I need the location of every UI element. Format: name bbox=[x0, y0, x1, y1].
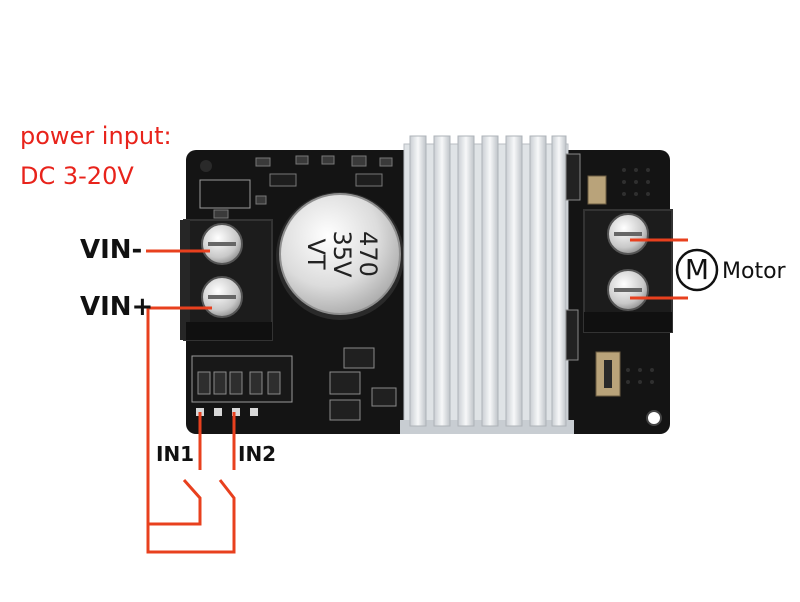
motor-symbol-circle bbox=[675, 248, 719, 292]
heatsink bbox=[400, 135, 574, 434]
vin-plus-label: VIN+ bbox=[80, 292, 154, 322]
smd-components-top bbox=[213, 155, 393, 219]
motor-label: Motor bbox=[722, 259, 786, 284]
electrolytic-capacitor: 470 35V VT bbox=[276, 192, 404, 320]
mounting-hole bbox=[646, 410, 662, 426]
mounting-hole bbox=[200, 160, 212, 172]
in2-label: IN2 bbox=[238, 442, 277, 466]
power-terminal-block bbox=[180, 219, 273, 341]
power-input-label: power input: bbox=[20, 122, 172, 150]
capacitor-voltage: 35V bbox=[328, 231, 356, 279]
power-voltage-label: DC 3-20V bbox=[20, 162, 134, 190]
vin-minus-label: VIN- bbox=[80, 235, 143, 265]
wire-switch-1 bbox=[148, 479, 202, 526]
silkscreen-box bbox=[199, 179, 251, 209]
smd-components-right bbox=[565, 153, 654, 397]
capacitor-value: 470 bbox=[354, 231, 382, 277]
motor-symbol-letter: M bbox=[684, 253, 710, 286]
wire-vin-plus bbox=[146, 306, 236, 554]
in1-label: IN1 bbox=[156, 442, 195, 466]
motor-terminal-block bbox=[583, 209, 673, 333]
smd-components-bottom-left bbox=[191, 347, 397, 421]
wiring bbox=[146, 238, 688, 554]
capacitor-brand: VT bbox=[302, 238, 330, 269]
